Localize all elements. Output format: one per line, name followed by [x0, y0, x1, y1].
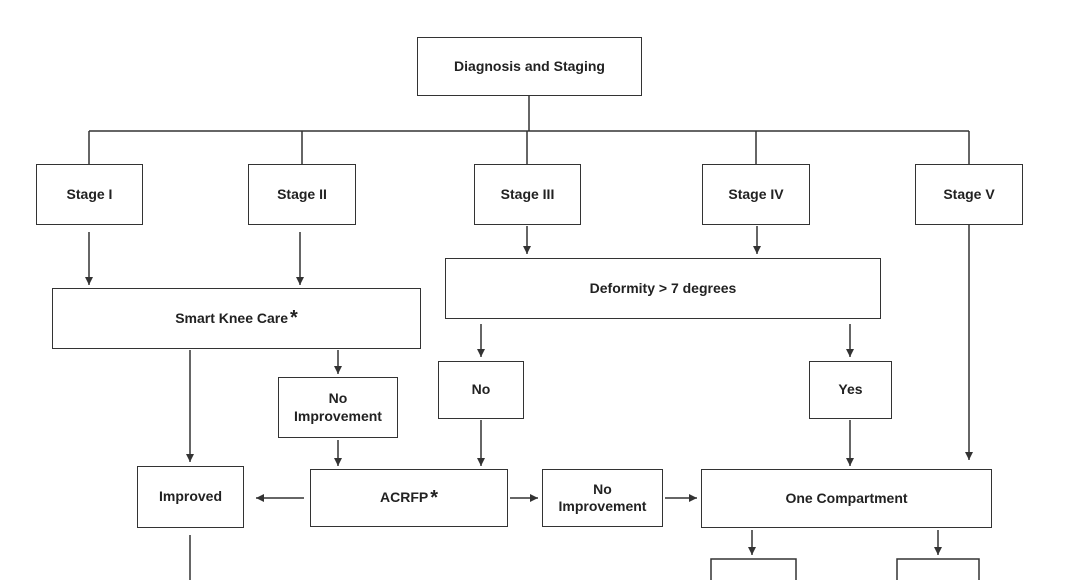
stage-4-label: Stage IV — [728, 185, 784, 202]
smart-knee-care-node: Smart Knee Care * — [52, 288, 421, 349]
asterisk-mark: * — [430, 486, 439, 509]
stage-1-node: Stage I — [36, 164, 143, 225]
yes-label: Yes — [838, 381, 863, 398]
yes-node: Yes — [809, 361, 892, 419]
stage-5-label: Stage V — [943, 185, 995, 202]
no-improvement-1-line1: No — [328, 390, 348, 406]
one-compartment-label: One Compartment — [785, 489, 908, 506]
one-compartment-node: One Compartment — [701, 469, 992, 528]
asterisk-mark: * — [290, 307, 298, 329]
stage-4-node: Stage IV — [702, 164, 810, 225]
no-node: No — [438, 361, 524, 419]
stage-3-node: Stage III — [474, 164, 581, 225]
stage-3-label: Stage III — [500, 185, 555, 202]
stage-2-label: Stage II — [277, 185, 327, 202]
acrfp-label: ACRFP — [379, 489, 429, 506]
no-improvement-node-2: No Improvement — [542, 469, 663, 527]
diagnosis-and-staging-node: Diagnosis and Staging — [417, 37, 642, 96]
diagnosis-and-staging-label: Diagnosis and Staging — [454, 57, 605, 74]
no-improvement-2-line2: Improvement — [558, 498, 647, 514]
smart-knee-care-label: Smart Knee Care — [175, 309, 289, 326]
acrfp-node: ACRFP * — [310, 469, 508, 527]
improved-node: Improved — [137, 466, 244, 528]
no-label: No — [471, 381, 491, 398]
deformity-label: Deformity > 7 degrees — [589, 279, 737, 296]
no-improvement-1-line2: Improvement — [294, 407, 382, 424]
stage-5-node: Stage V — [915, 164, 1023, 225]
stage-1-label: Stage I — [66, 185, 113, 202]
deformity-node: Deformity > 7 degrees — [445, 258, 881, 319]
no-improvement-node-1: No Improvement — [278, 377, 398, 438]
stage-2-node: Stage II — [248, 164, 356, 225]
no-improvement-2-line1: No — [593, 480, 612, 497]
improved-label: Improved — [158, 488, 222, 505]
